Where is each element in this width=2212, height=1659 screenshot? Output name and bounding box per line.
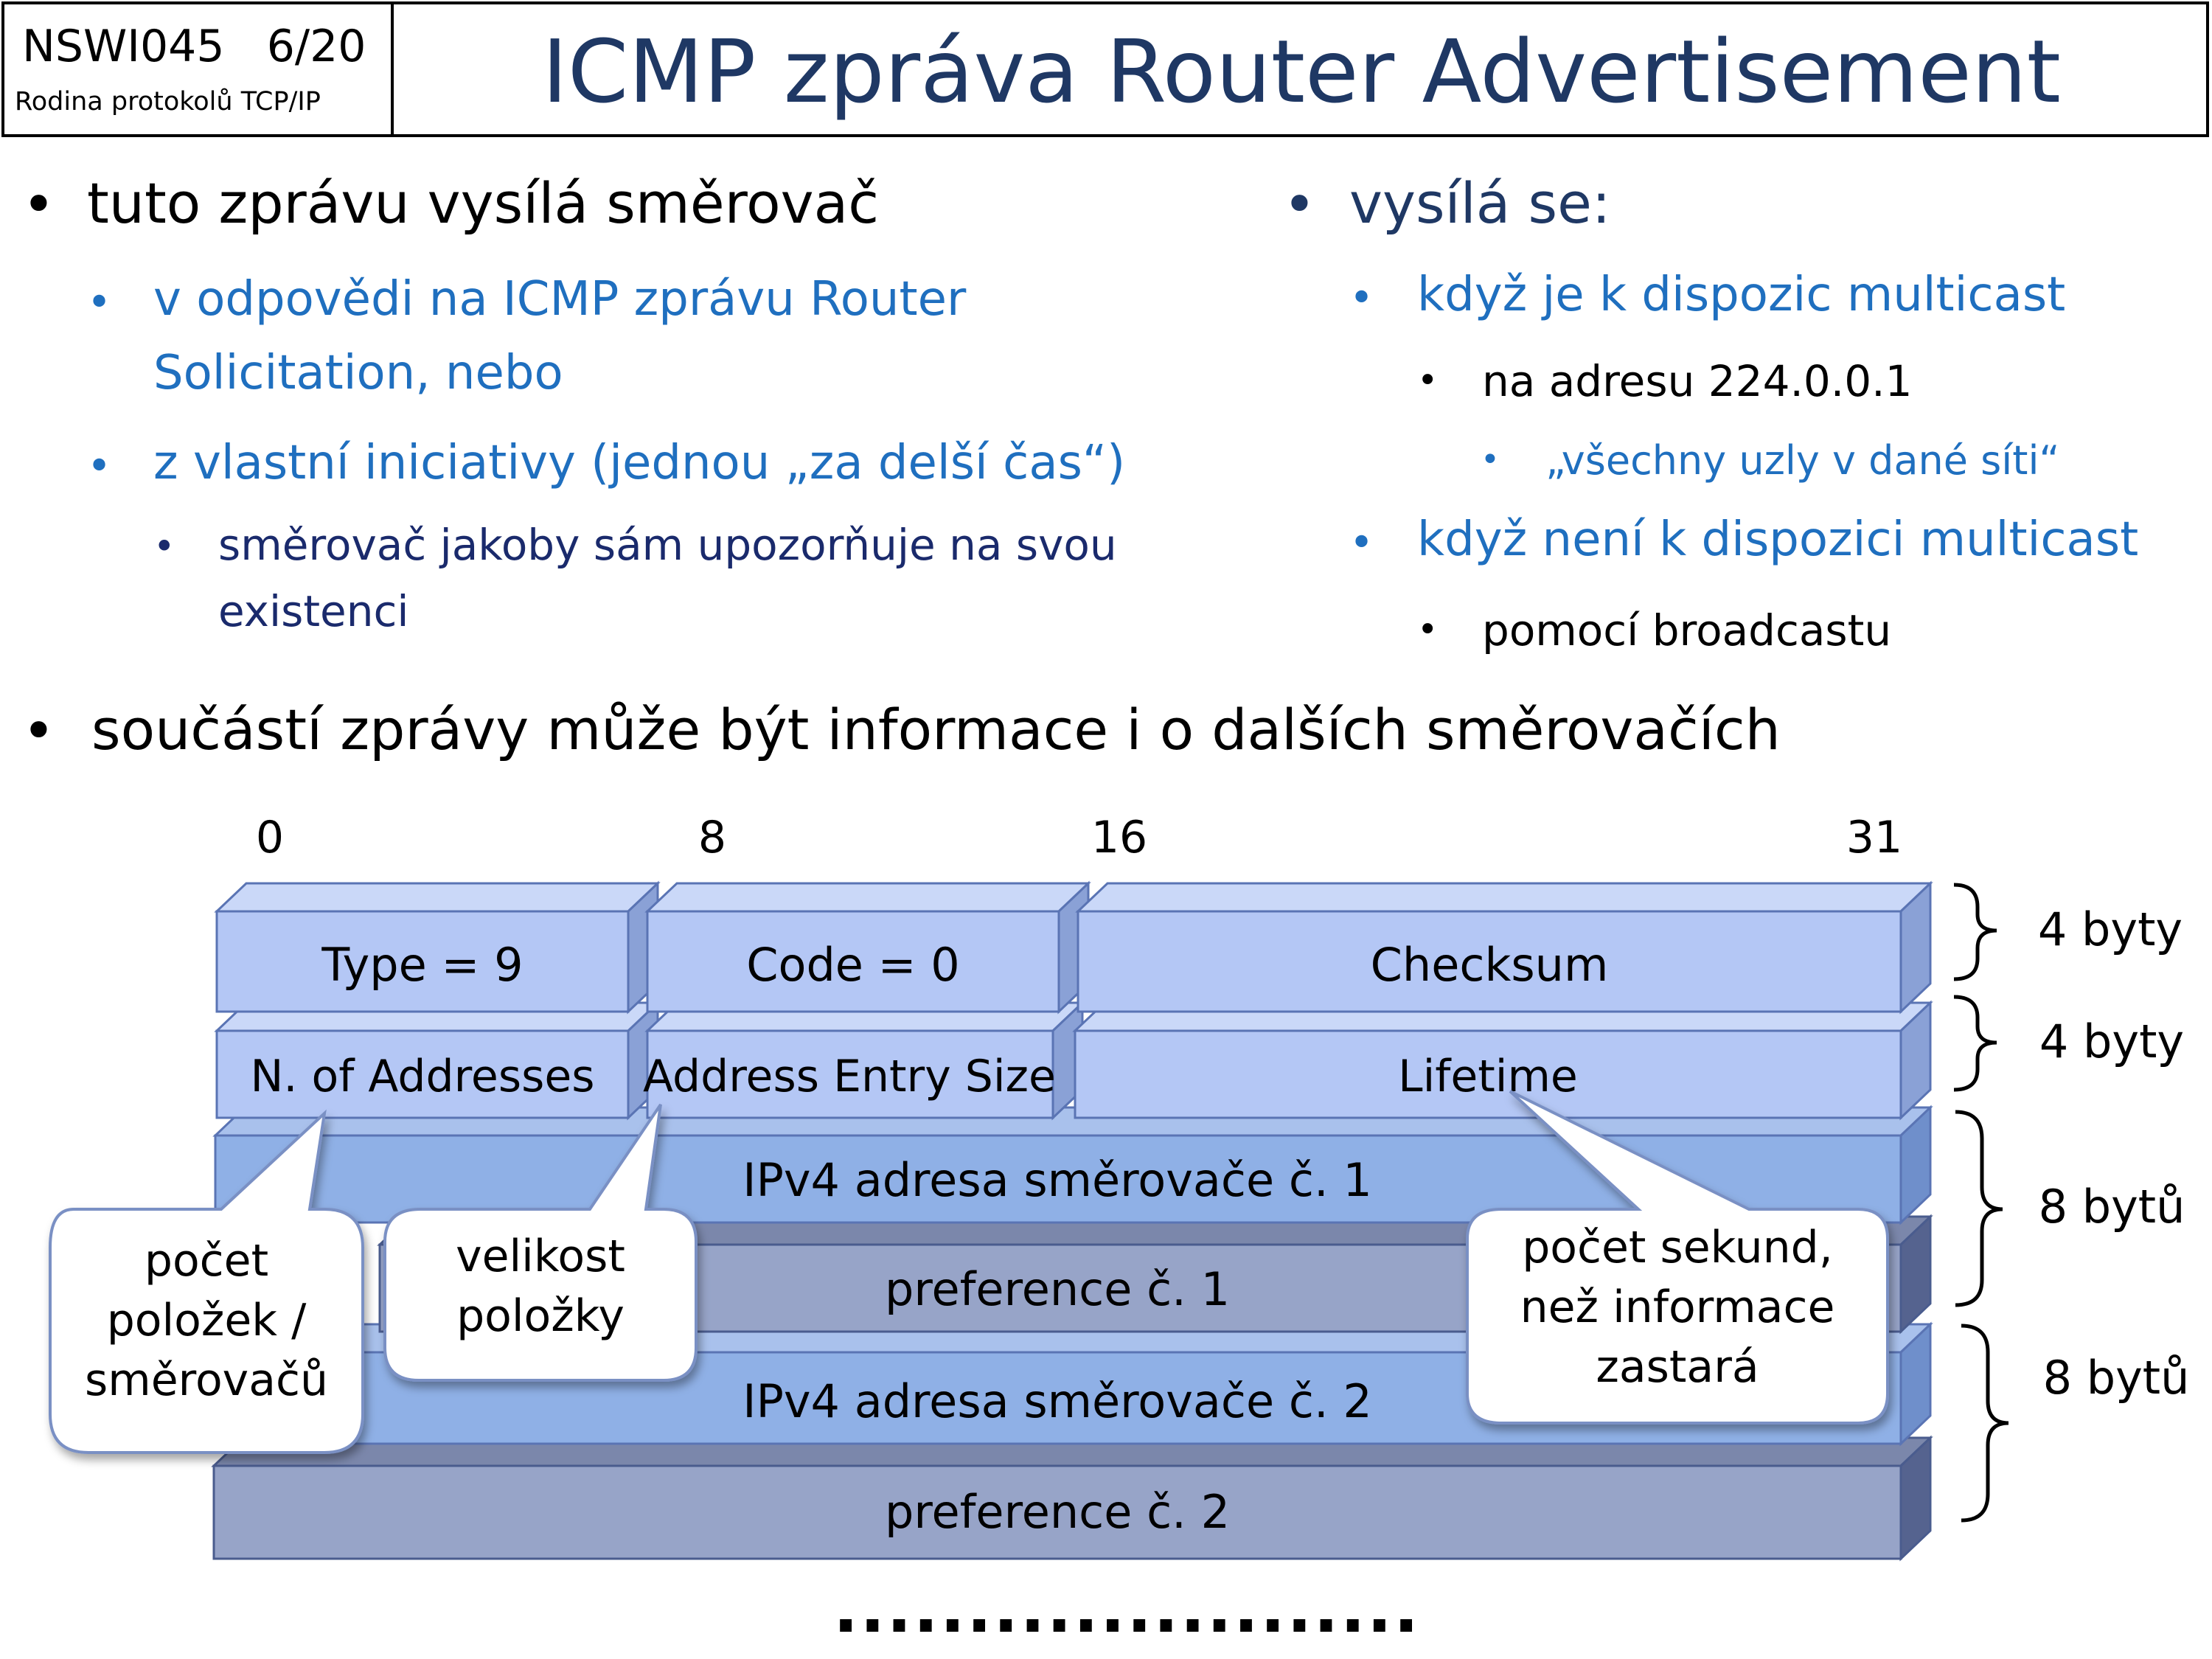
brace-router2 xyxy=(1961,1324,2009,1523)
field-num-addresses: N. of Addresses xyxy=(214,1000,661,1121)
size-label: 8 bytů xyxy=(2043,1351,2190,1405)
right-sub-1-1-1: „všechny uzly v dané síti“ xyxy=(1545,437,2060,484)
left-sub-2: z vlastní iniciativy (jednou „za delší č… xyxy=(153,436,1126,490)
size-label: 4 byty xyxy=(2038,902,2183,956)
field-lifetime: Lifetime xyxy=(1072,1000,1933,1121)
course-name: Rodina protokolů TCP/IP xyxy=(15,87,321,116)
bit-label-8: 8 xyxy=(698,812,726,863)
bit-label-31: 31 xyxy=(1846,812,1902,863)
size-label: 8 bytů xyxy=(2039,1180,2185,1234)
field-label: Address Entry Size xyxy=(643,1051,1056,1102)
left-sub-2-1-line1: směrovač jakoby sám upozorňuje na svou xyxy=(218,520,1117,570)
callout-count-bubble xyxy=(49,1109,364,1454)
left-sub-1-line2: Solicitation, nebo xyxy=(153,346,563,400)
right-sub-2: když není k dispozici multicast xyxy=(1417,512,2139,567)
field-code: Code = 0 xyxy=(644,880,1091,1015)
bullet-dot: • xyxy=(1349,519,1374,567)
bullet-dot: • xyxy=(1349,274,1374,322)
continuation-dots: ...................... xyxy=(833,1571,1421,1648)
callout-lifetime-text: počet sekund, než informace zastará xyxy=(1520,1222,1835,1393)
right-sub-2-1: pomocí broadcastu xyxy=(1482,605,1892,655)
field-address-entry-size: Address Entry Size xyxy=(643,1000,1085,1121)
right-sub-1: když je k dispozic multicast xyxy=(1417,268,2066,322)
field-label: Lifetime xyxy=(1398,1051,1578,1102)
field-label: IPv4 adresa směrovače č. 1 xyxy=(742,1153,1372,1207)
size-label: 4 byty xyxy=(2039,1015,2184,1068)
bit-label-0: 0 xyxy=(256,812,284,863)
bullet-dot: • xyxy=(22,171,55,237)
bullet-dot: • xyxy=(1417,360,1439,401)
bullet-dot: • xyxy=(87,442,112,490)
field-label: preference č. 1 xyxy=(885,1262,1230,1316)
left-sub-1-line1: v odpovědi na ICMP zprávu Router xyxy=(153,272,967,327)
bullet-dot: • xyxy=(87,279,112,327)
field-label: Type = 9 xyxy=(321,938,523,992)
left-bullet-1: tuto zprávu vysílá směrovač xyxy=(87,170,879,236)
right-bullet-1: vysílá se: xyxy=(1349,170,1611,236)
brace-row2 xyxy=(1953,995,1997,1092)
field-label: preference č. 2 xyxy=(885,1485,1230,1539)
slide-title: ICMP zpráva Router Advertisement xyxy=(542,21,2061,122)
field-preference-2: preference č. 2 xyxy=(211,1435,1933,1562)
header-divider xyxy=(391,1,394,137)
bullet-dot: • xyxy=(153,525,175,568)
field-label: N. of Addresses xyxy=(250,1051,594,1102)
bit-label-16: 16 xyxy=(1091,812,1147,863)
field-label: Code = 0 xyxy=(746,938,960,992)
right-sub-1-1: na adresu 224.0.0.1 xyxy=(1482,356,1913,406)
bullet-dot: • xyxy=(1481,441,1500,479)
callout-lifetime-bubble xyxy=(1466,1090,1889,1425)
field-checksum: Checksum xyxy=(1075,880,1933,1015)
bullet-dot: • xyxy=(22,698,55,763)
left-sub-2-1-line2: existenci xyxy=(218,586,409,636)
callout-size-bubble xyxy=(383,1103,698,1382)
course-code: NSWI045 6/20 xyxy=(22,21,366,72)
header-frame xyxy=(1,1,2209,137)
bullet-dot: • xyxy=(1283,171,1316,237)
brace-router1 xyxy=(1955,1110,2003,1307)
brace-row1 xyxy=(1953,883,1997,981)
bottom-bullet: součástí zprávy může být informace i o d… xyxy=(91,697,1781,762)
callout-count-text: počet položek / směrovačů xyxy=(85,1235,328,1406)
field-label: IPv4 adresa směrovače č. 2 xyxy=(742,1374,1372,1428)
slide-number: 6/20 xyxy=(266,21,366,72)
field-label: Checksum xyxy=(1371,938,1609,992)
field-type: Type = 9 xyxy=(214,880,661,1015)
bullet-dot: • xyxy=(1417,609,1439,650)
callout-size-text: velikost položky xyxy=(456,1231,625,1342)
